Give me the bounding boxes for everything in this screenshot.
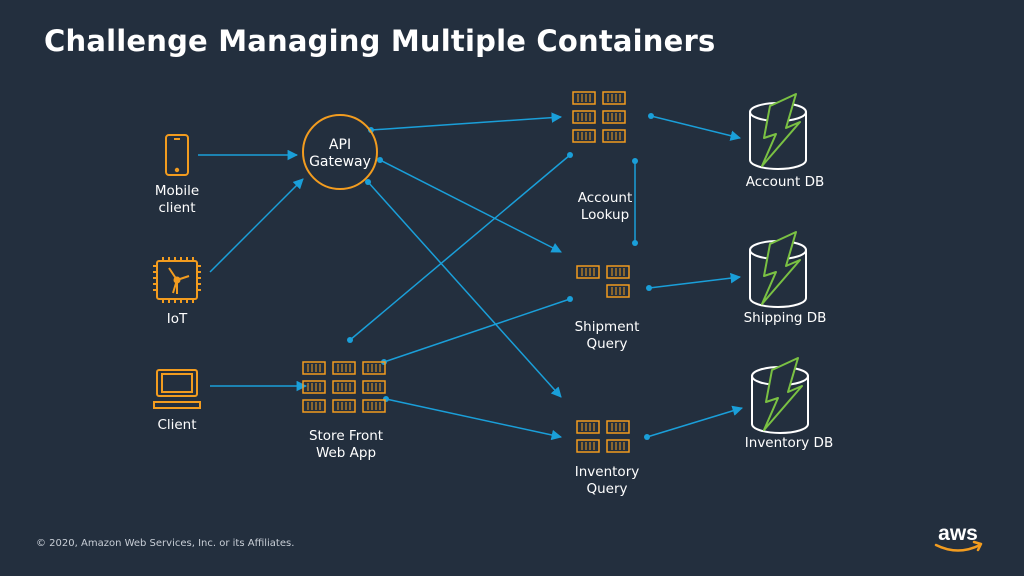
mobile-phone-icon xyxy=(165,134,189,176)
api-gateway-circle xyxy=(302,114,378,190)
page-title: Challenge Managing Multiple Containers xyxy=(44,24,716,58)
shipment-query-label: Shipment Query xyxy=(574,319,640,352)
connector-iot-to-gateway xyxy=(209,178,304,273)
connector-account-to-accountdb xyxy=(648,113,742,141)
account-lookup-label: Account Lookup xyxy=(577,190,633,223)
copyright-text: © 2020, Amazon Web Services, Inc. or its… xyxy=(36,538,295,549)
account-db-icon xyxy=(749,93,807,170)
shipping-db-icon xyxy=(749,231,807,308)
inventory-query-label: Inventory Query xyxy=(574,464,640,497)
connector-inventory-to-inventorydb xyxy=(644,405,744,440)
connector-shipment-to-shippingdb xyxy=(646,272,742,291)
connector-storefront-to-inventory xyxy=(383,396,563,441)
api-gateway-label: API Gateway xyxy=(309,137,371,170)
shipping-db-label: Shipping DB xyxy=(743,310,827,326)
store-front-label: Store Front Web App xyxy=(308,428,384,461)
account-db-label: Account DB xyxy=(745,174,825,190)
client-label: Client xyxy=(157,417,197,433)
connector-gateway-to-account xyxy=(368,112,563,133)
chip-icon xyxy=(153,257,201,303)
inventory-query-containers-icon xyxy=(576,420,630,453)
shipment-query-containers-icon xyxy=(576,265,630,298)
account-lookup-containers-icon xyxy=(572,91,626,143)
aws-logo: aws xyxy=(934,522,983,552)
aws-logo-text: aws xyxy=(938,522,978,545)
connector-storefront-to-account xyxy=(347,152,573,343)
inventory-db-label: Inventory DB xyxy=(744,435,834,451)
mobile-client-label: Mobile client xyxy=(154,183,200,216)
laptop-icon xyxy=(153,369,201,409)
inventory-db-icon xyxy=(751,357,809,434)
connector-storefront-to-shipment xyxy=(381,296,573,365)
connectors xyxy=(198,112,744,441)
connector-gateway-to-inventory xyxy=(365,179,562,398)
store-front-containers-icon xyxy=(302,361,386,413)
iot-label: IoT xyxy=(166,311,188,327)
